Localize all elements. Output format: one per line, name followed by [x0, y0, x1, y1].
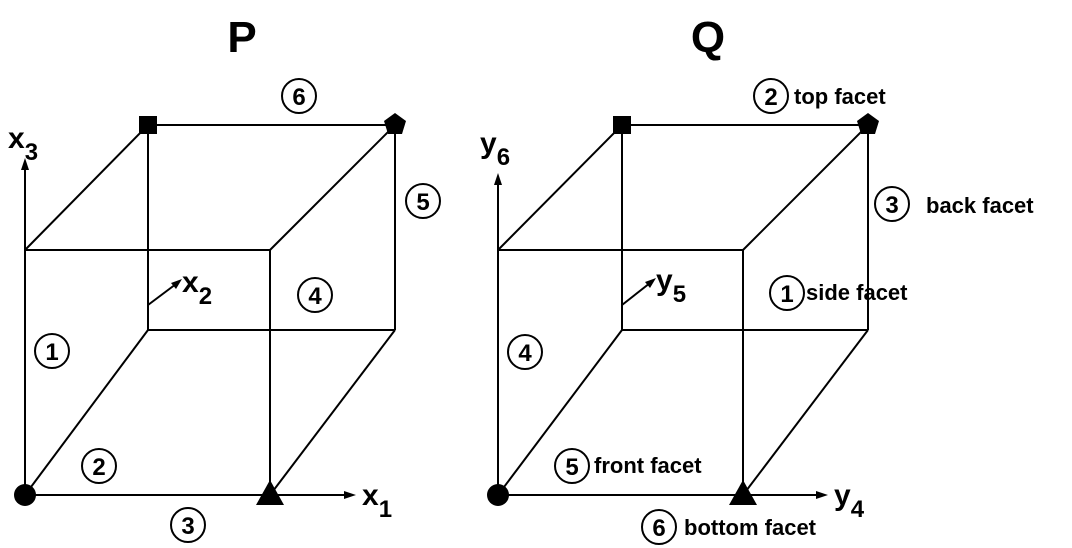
facet-q-1-side: 1 side facet — [769, 275, 908, 311]
svg-text:2: 2 — [764, 84, 777, 111]
axis-y4 — [743, 491, 828, 499]
axis-label-x1: x1 — [362, 479, 392, 523]
facet-q-3-back: 3 back facet — [874, 186, 1034, 222]
vertex-triangle-marker — [729, 480, 757, 505]
vertex-square-marker — [613, 116, 631, 134]
svg-text:2: 2 — [92, 454, 105, 481]
axis-label-x2: x2 — [182, 266, 212, 310]
vertex-pentagon-marker — [384, 113, 406, 134]
axis-label-y6: y6 — [480, 127, 510, 171]
facet-label-bottom: bottom facet — [684, 515, 817, 540]
axis-y6 — [494, 173, 502, 250]
axis-x1 — [270, 491, 356, 499]
svg-text:1: 1 — [45, 339, 58, 366]
facet-p-5: 5 — [405, 183, 441, 219]
vertex-triangle-marker — [256, 480, 284, 505]
panel-q: Q y6 y4 — [480, 13, 1034, 545]
vertex-square-marker — [139, 116, 157, 134]
svg-text:3: 3 — [181, 513, 194, 540]
facet-label-side: side facet — [806, 280, 908, 305]
vertex-circle-marker — [14, 484, 36, 506]
facet-p-6: 6 — [281, 78, 317, 114]
panel-p-title: P — [227, 13, 256, 62]
axis-x2 — [147, 279, 182, 306]
axis-label-y4: y4 — [834, 479, 865, 523]
svg-text:1: 1 — [780, 281, 793, 308]
facet-p-3: 3 — [170, 507, 206, 543]
cube-p-edges — [24, 124, 396, 496]
svg-text:3: 3 — [885, 192, 898, 219]
svg-text:5: 5 — [565, 454, 578, 481]
facet-p-1: 1 — [34, 333, 70, 369]
facet-label-top: top facet — [794, 84, 886, 109]
vertex-pentagon-marker — [857, 113, 879, 134]
facet-p-4: 4 — [297, 277, 333, 313]
facet-q-6-bottom: 6 bottom facet — [641, 509, 817, 545]
facet-q-5-front: 5 front facet — [554, 448, 702, 484]
svg-text:5: 5 — [416, 189, 429, 216]
facet-label-back: back facet — [926, 193, 1034, 218]
cube-q-edges — [497, 124, 869, 496]
facet-q-2-top: 2 top facet — [753, 78, 886, 114]
vertex-circle-marker — [487, 484, 509, 506]
panel-q-title: Q — [691, 13, 725, 62]
facet-p-2: 2 — [81, 448, 117, 484]
facet-label-front: front facet — [594, 453, 702, 478]
axis-label-y5: y5 — [656, 264, 686, 308]
axis-x3 — [21, 158, 29, 250]
facet-q-4: 4 — [507, 334, 543, 370]
axis-label-x3: x3 — [8, 122, 38, 166]
svg-text:4: 4 — [308, 283, 322, 310]
panel-p: P x3 x1 — [8, 13, 441, 543]
svg-text:6: 6 — [652, 515, 665, 542]
svg-text:4: 4 — [518, 340, 532, 367]
svg-text:6: 6 — [292, 84, 305, 111]
axis-y5 — [621, 278, 656, 306]
